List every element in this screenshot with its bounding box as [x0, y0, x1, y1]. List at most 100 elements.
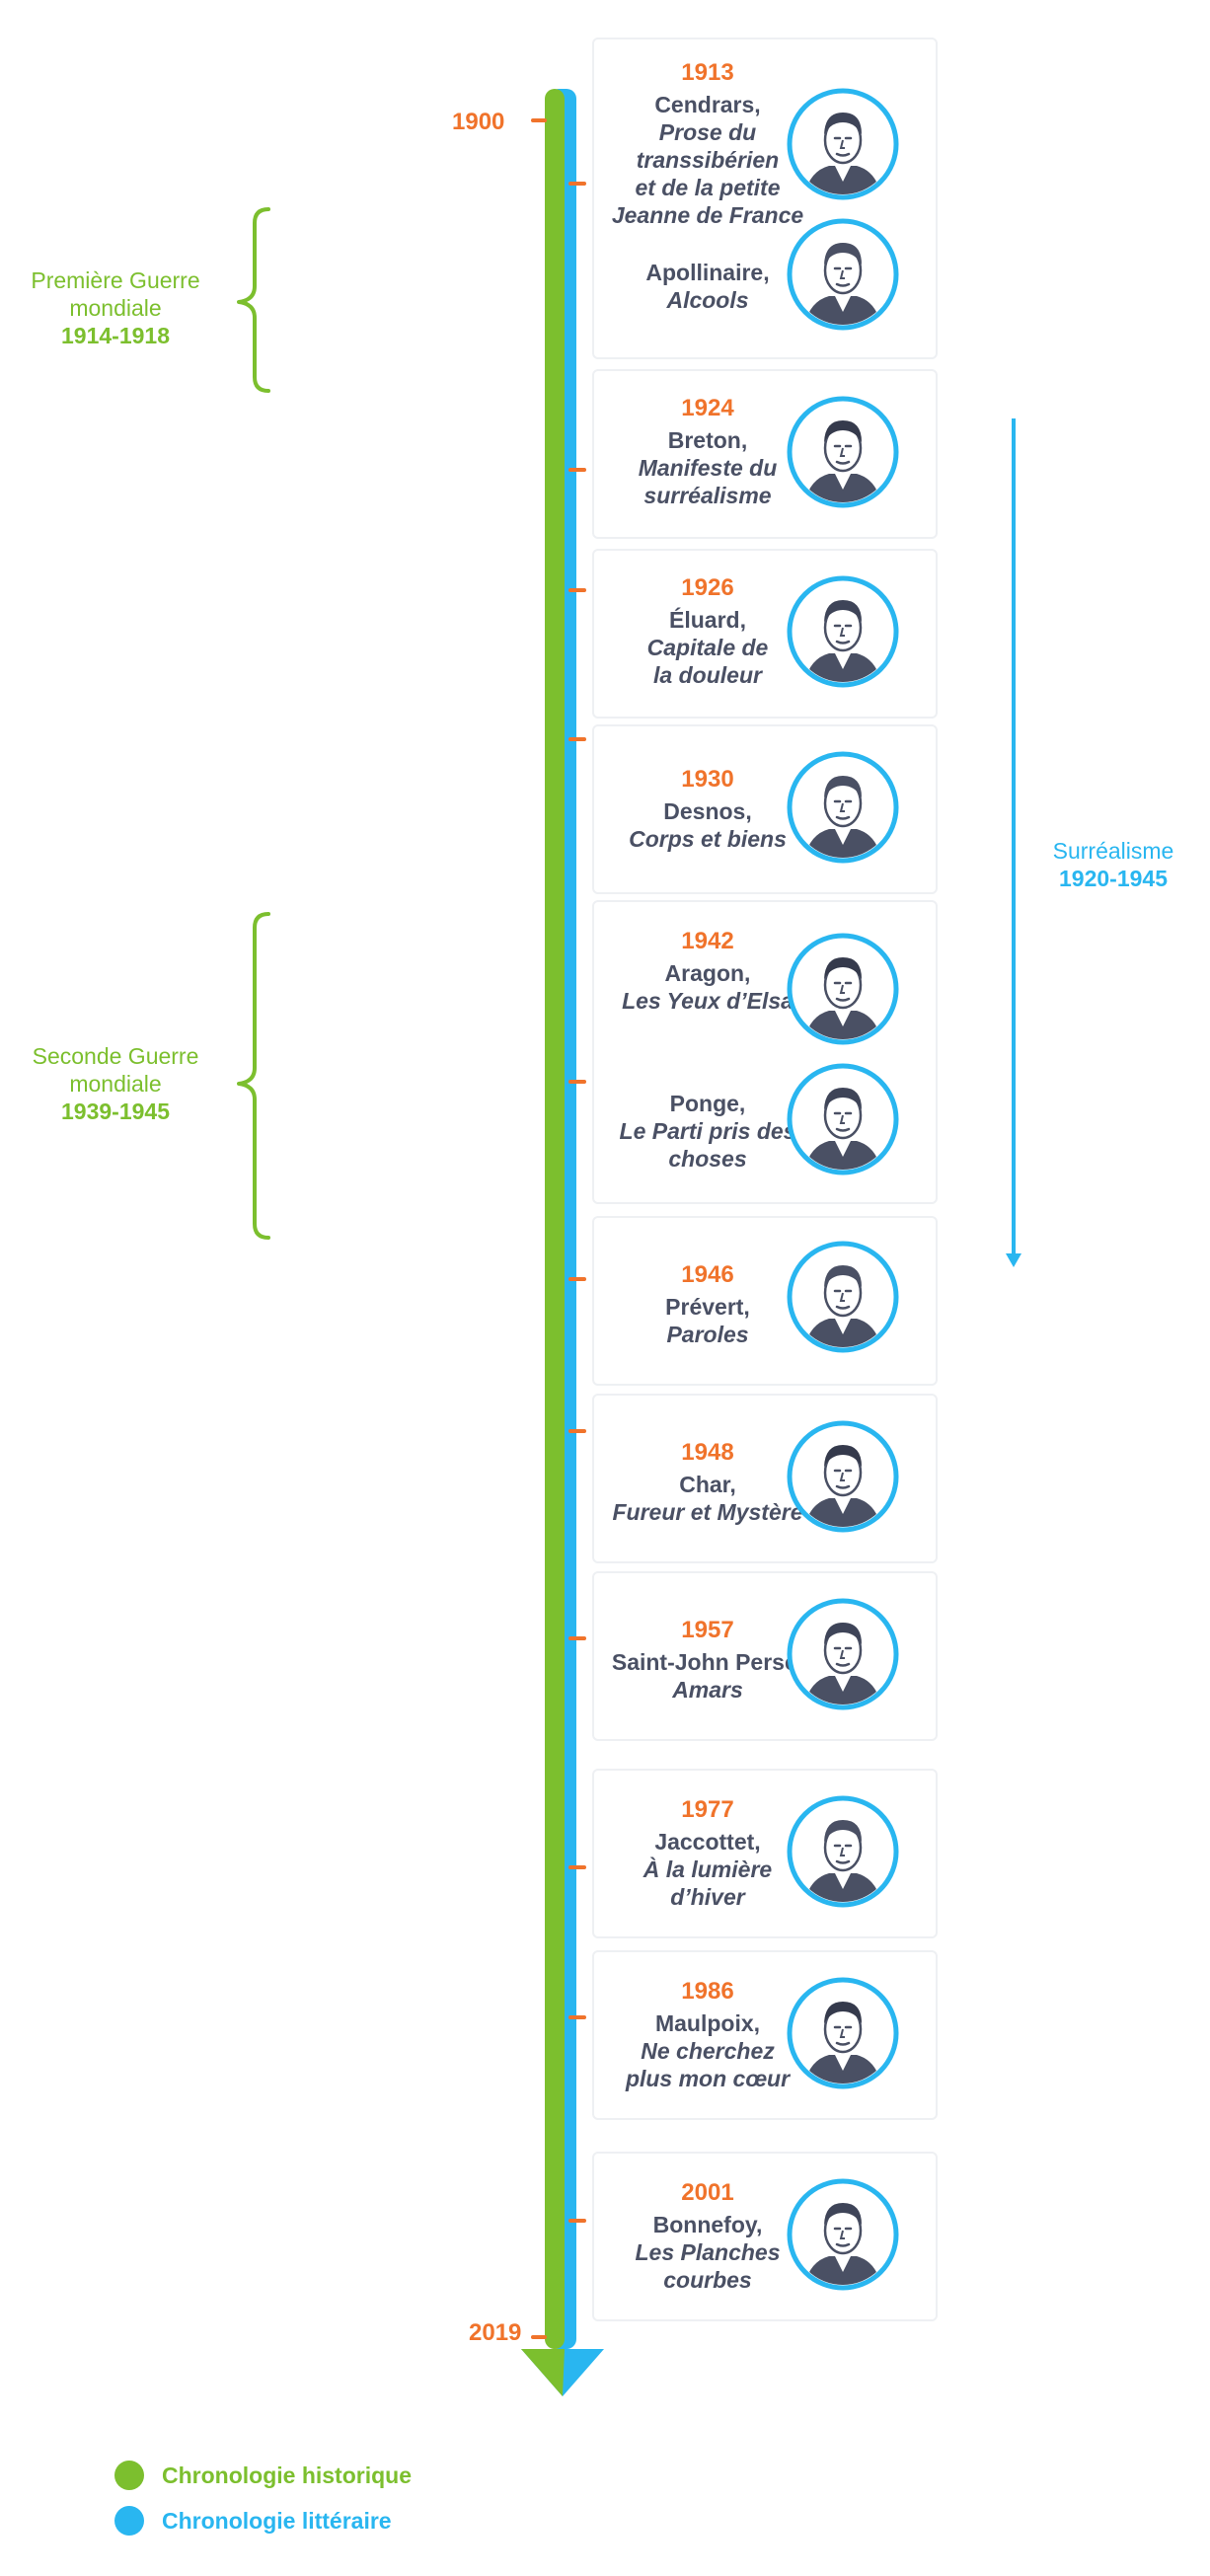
- entry-author: Bonnefoy,: [652, 2212, 763, 2237]
- entry-work-line: Ne cherchez: [641, 2038, 775, 2064]
- entry-work-line: choses: [668, 1146, 747, 1172]
- entry-year: 1913: [681, 59, 734, 86]
- entry-work-line: Les Yeux d’Elsa: [622, 988, 794, 1014]
- portrait-frame: [786, 2177, 900, 2292]
- entry-year: 1946: [681, 1261, 734, 1288]
- entry-work-line: Alcools: [666, 287, 749, 313]
- entry-work-line: Manifeste du: [638, 455, 778, 481]
- portrait-frame: [786, 87, 900, 201]
- entry-author: Prévert,: [665, 1294, 750, 1320]
- portrait-frame: [786, 574, 900, 689]
- entry-work-line: Fureur et Mystère: [612, 1499, 803, 1525]
- aragon-portrait-icon: [787, 933, 899, 1045]
- entry-work-line: Corps et biens: [629, 826, 787, 852]
- portrait-frame: [786, 1976, 900, 2090]
- breton-portrait-icon: [787, 396, 899, 508]
- portrait-frame: [786, 1062, 900, 1176]
- portrait-frame: [786, 1794, 900, 1909]
- surrealism-arrow: [1006, 418, 1021, 1267]
- movement-years: 1920-1945: [1059, 866, 1168, 891]
- historical-axis: [545, 89, 565, 2349]
- portrait-frame: [786, 932, 900, 1046]
- arrow-head-historical: [521, 2349, 565, 2396]
- period-years: 1939-1945: [61, 1099, 170, 1124]
- entry-work-line: Les Planches: [635, 2239, 781, 2265]
- entry-work-line: surréalisme: [643, 483, 772, 508]
- entry-work-line: Prose du: [658, 119, 757, 145]
- period-label-line1: Première Guerre: [31, 267, 200, 293]
- entry-author: Cendrars,: [654, 92, 761, 117]
- entry-year: 1977: [681, 1796, 734, 1823]
- portrait-frame: [786, 1240, 900, 1354]
- cendrars-portrait-icon: [787, 88, 899, 200]
- entry-author: Ponge,: [669, 1091, 746, 1116]
- legend-label: Chronologie littéraire: [162, 2507, 392, 2534]
- entry-author: Aragon,: [664, 960, 751, 986]
- entry-year: 1930: [681, 766, 734, 793]
- portrait-frame: [786, 750, 900, 865]
- entry-author: Char,: [679, 1472, 736, 1497]
- entry-year: 1942: [681, 928, 734, 954]
- legend-label: Chronologie historique: [162, 2462, 412, 2488]
- ponge-portrait-icon: [787, 1063, 899, 1175]
- legend-historical: Chronologie historique: [114, 2461, 412, 2490]
- period-years: 1914-1918: [61, 323, 170, 348]
- entry-year: 1924: [681, 395, 734, 421]
- timeline-arrow: [521, 89, 604, 2396]
- entry-author: Breton,: [667, 427, 748, 453]
- portrait-frame: [786, 217, 900, 332]
- entry-author: Saint-John Perse,: [611, 1649, 804, 1675]
- entry-author: Éluard,: [669, 607, 746, 633]
- entry-author: Apollinaire,: [645, 260, 770, 285]
- movement-surrealism: Surréalisme 1920-1945: [1024, 837, 1202, 892]
- entry-work-line: la douleur: [653, 662, 762, 688]
- legend-dot-green-icon: [114, 2461, 144, 2490]
- period-ww1: Première Guerre mondiale 1914-1918: [2, 266, 229, 349]
- brace-ww2: [237, 912, 270, 1240]
- portrait-frame: [786, 395, 900, 509]
- jaccottet-portrait-icon: [787, 1795, 899, 1908]
- maulpoix-portrait-icon: [787, 1977, 899, 2089]
- apollinaire-portrait-icon: [787, 218, 899, 331]
- entry-work-line: Amars: [672, 1677, 743, 1703]
- entry-year: 2001: [681, 2179, 734, 2206]
- entry-author: Maulpoix,: [654, 2010, 761, 2036]
- period-label-line2: mondiale: [69, 295, 162, 321]
- entry-work-line: plus mon cœur: [625, 2066, 791, 2091]
- legend-literary: Chronologie littéraire: [114, 2506, 392, 2536]
- portrait-frame: [786, 1419, 900, 1534]
- saint-john-perse-portrait-icon: [787, 1598, 899, 1710]
- bonnefoy-portrait-icon: [787, 2178, 899, 2291]
- axis-end-year: 2019: [469, 2319, 522, 2346]
- period-label-line1: Seconde Guerre: [32, 1043, 199, 1069]
- movement-name: Surréalisme: [1052, 838, 1174, 864]
- eluard-portrait-icon: [787, 575, 899, 688]
- desnos-portrait-icon: [787, 751, 899, 864]
- entry-author: Desnos,: [663, 798, 752, 824]
- portrait-frame: [786, 1597, 900, 1711]
- timeline-entry: Apollinaire,Alcools: [594, 259, 821, 314]
- period-ww2: Seconde Guerre mondiale 1939-1945: [2, 1042, 229, 1125]
- entry-year: 1957: [681, 1617, 734, 1643]
- entry-year: 1926: [681, 574, 734, 601]
- entry-year: 1986: [681, 1978, 734, 2005]
- period-label-line2: mondiale: [69, 1071, 162, 1097]
